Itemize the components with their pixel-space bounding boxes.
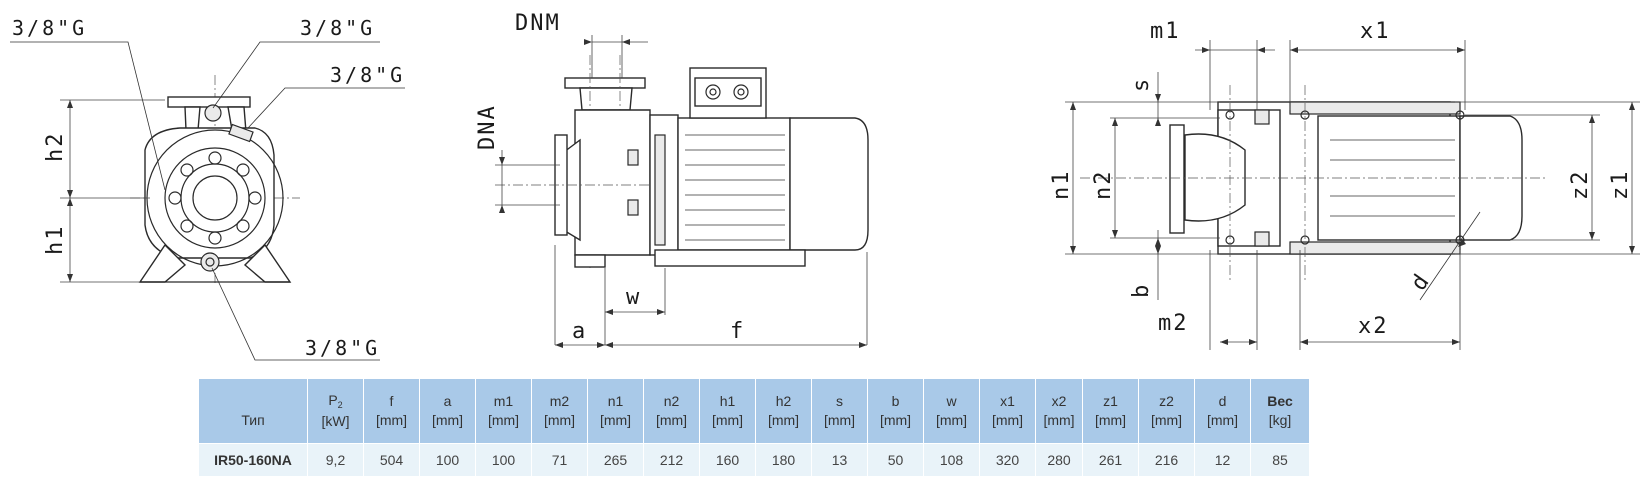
header-h2: h2[mm] [755, 379, 812, 444]
label-dna: DNA [475, 104, 500, 150]
label-port-1: 3/8"G [12, 16, 87, 40]
header-h1: h1[mm] [699, 379, 756, 444]
label-dnm: DNM [515, 11, 561, 36]
label-h2: h2 [43, 132, 68, 163]
header-f: f[mm] [363, 379, 420, 444]
header-n1: n1[mm] [587, 379, 644, 444]
header-p2: P2[kW] [307, 379, 364, 444]
label-port-3: 3/8"G [330, 63, 405, 87]
header-type: Тип [199, 379, 308, 444]
cell-z2: 216 [1138, 443, 1195, 476]
cell-f: 504 [363, 443, 420, 476]
label-m1: m1 [1150, 19, 1181, 44]
label-w: w [626, 285, 641, 310]
side-view: a f w DNM DNA [475, 11, 869, 348]
label-n2: n2 [1091, 170, 1116, 201]
cell-weight: 85 [1250, 443, 1310, 476]
front-view: h2 h1 3/8"G 3/8"G 3/8"G 3/8"G [10, 16, 405, 361]
header-z2: z2[mm] [1138, 379, 1195, 444]
cell-type: IR50-160NA [199, 443, 308, 476]
header-x1: x1[mm] [979, 379, 1036, 444]
table-row: IR50-160NA 9,2 504 100 100 71 265 212 16… [199, 443, 1310, 476]
label-b: b [1129, 283, 1154, 298]
cell-z1: 261 [1082, 443, 1139, 476]
cell-w: 108 [923, 443, 980, 476]
header-a: a[mm] [419, 379, 476, 444]
label-x1: x1 [1360, 19, 1391, 44]
label-d: d [1406, 269, 1435, 296]
header-m1: m1[mm] [475, 379, 532, 444]
cell-a: 100 [419, 443, 476, 476]
cell-m2: 71 [531, 443, 588, 476]
header-x2: x2[mm] [1035, 379, 1083, 444]
motor-fins [685, 134, 785, 241]
label-a: a [572, 319, 587, 344]
label-x2: x2 [1358, 314, 1389, 339]
cell-b: 50 [867, 443, 924, 476]
header-m2: m2[mm] [531, 379, 588, 444]
cell-n1: 265 [587, 443, 644, 476]
cell-x2: 280 [1035, 443, 1083, 476]
label-z2: z2 [1568, 170, 1593, 201]
spec-table: Тип P2[kW] f[mm] a[mm] m1[mm] m2[mm] n1[… [199, 379, 1310, 476]
cell-d: 12 [1194, 443, 1251, 476]
header-z1: z1[mm] [1082, 379, 1139, 444]
label-s: s [1129, 77, 1154, 92]
cell-p2: 9,2 [307, 443, 364, 476]
header-weight: Вес[kg] [1250, 379, 1310, 444]
label-m2: m2 [1158, 311, 1189, 336]
cell-s: 13 [811, 443, 868, 476]
header-s: s[mm] [811, 379, 868, 444]
label-port-2: 3/8"G [300, 16, 375, 40]
header-n2: n2[mm] [643, 379, 700, 444]
label-f: f [730, 319, 745, 344]
header-w: w[mm] [923, 379, 980, 444]
table-header-row: Тип P2[kW] f[mm] a[mm] m1[mm] m2[mm] n1[… [199, 379, 1310, 444]
top-view: m1 x1 m2 x2 n1 n2 [1049, 19, 1640, 350]
label-h1: h1 [43, 225, 68, 256]
label-n1: n1 [1049, 170, 1074, 201]
cell-x1: 320 [979, 443, 1036, 476]
header-d: d[mm] [1194, 379, 1251, 444]
cell-m1: 100 [475, 443, 532, 476]
label-z1: z1 [1608, 170, 1633, 201]
header-b: b[mm] [867, 379, 924, 444]
cell-h2: 180 [755, 443, 812, 476]
cell-n2: 212 [643, 443, 700, 476]
cell-h1: 160 [699, 443, 756, 476]
pump-dimension-drawing: h2 h1 3/8"G 3/8"G 3/8"G 3/8"G [10, 11, 1640, 361]
label-port-4: 3/8"G [305, 336, 380, 360]
